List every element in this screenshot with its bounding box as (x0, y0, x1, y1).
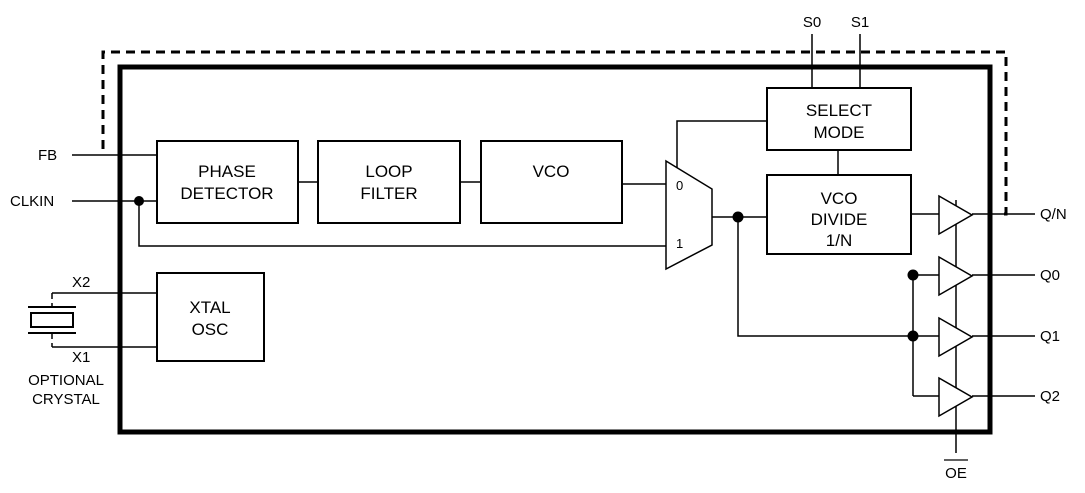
clkin-to-mux-wire (138, 201, 666, 247)
block-label-line: MODE (814, 123, 865, 142)
mux-input-1-label: 1 (676, 236, 683, 251)
q1-buffer (938, 316, 974, 358)
xtal-osc-block: XTAL OSC (156, 272, 265, 362)
qn-buffer (938, 194, 974, 236)
s0-pin-label: S0 (803, 14, 821, 31)
fb-pin-label: FB (38, 147, 57, 164)
q1-junction-dot (907, 330, 919, 342)
block-label-line: PHASE (198, 162, 256, 181)
select-to-mux-wire (676, 120, 767, 170)
q0-junction-dot (907, 269, 919, 281)
block-label-line: VCO (533, 162, 570, 181)
mux-to-buffers-wire (737, 217, 939, 337)
q2-pin-label: Q2 (1040, 388, 1060, 405)
mux-input-0-label: 0 (676, 178, 683, 193)
block-label-line: 1/N (826, 231, 852, 250)
block-label-line: XTAL (189, 298, 230, 317)
select-mode-block: SELECT MODE (766, 87, 912, 151)
x1-pin-label: X1 (72, 349, 90, 366)
q2-buffer (938, 376, 974, 418)
qn-pin-label: Q/N (1040, 206, 1067, 223)
multiplexer: 0 1 (665, 159, 713, 271)
s1-pin-label: S1 (851, 14, 869, 31)
q0-pin-label: Q0 (1040, 267, 1060, 284)
vco-divide-block: VCO DIVIDE 1/N (766, 174, 912, 255)
oe-pin-label: OE (945, 465, 967, 482)
block-label-line: FILTER (360, 184, 417, 203)
optional-crystal (28, 292, 157, 348)
crystal-label-line1: OPTIONAL (28, 372, 104, 389)
vco-block: VCO (480, 140, 623, 224)
block-label-line: VCO (821, 189, 858, 208)
q1-pin-label: Q1 (1040, 328, 1060, 345)
q0-buffer (938, 255, 974, 297)
block-label-line: OSC (192, 320, 229, 339)
crystal-label-line2: CRYSTAL (32, 391, 100, 408)
block-label-line: DIVIDE (811, 210, 868, 229)
loop-filter-block: LOOP FILTER (317, 140, 461, 224)
block-label-line: LOOP (365, 162, 412, 181)
block-label-line: SELECT (806, 101, 872, 120)
clkin-pin-label: CLKIN (10, 193, 54, 210)
block-label-line: DETECTOR (180, 184, 273, 203)
x2-pin-label: X2 (72, 274, 90, 291)
phase-detector-block: PHASE DETECTOR (156, 140, 299, 224)
chip-outline (117, 64, 993, 435)
